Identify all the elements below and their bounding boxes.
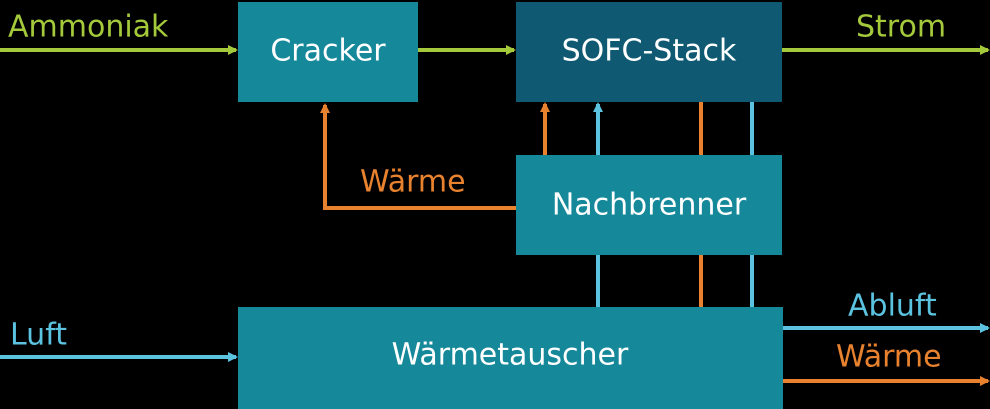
cracker-box bbox=[238, 2, 418, 102]
sofc-stack-label: SOFC-Stack bbox=[562, 34, 737, 69]
strom-label: Strom bbox=[856, 10, 946, 45]
nachbrenner-label: Nachbrenner bbox=[552, 188, 747, 223]
luft-label: Luft bbox=[10, 318, 67, 353]
waermetauscher-label: Wärmetauscher bbox=[392, 338, 629, 373]
cracker-label: Cracker bbox=[270, 34, 386, 69]
waermetauscher-box bbox=[238, 307, 783, 409]
nachbrenner-box bbox=[516, 155, 782, 255]
waerme-mid-label: Wärme bbox=[360, 165, 466, 200]
abluft-label: Abluft bbox=[848, 289, 937, 324]
waerme-to-cracker-arrow bbox=[320, 103, 516, 210]
ammoniak-label: Ammoniak bbox=[8, 10, 169, 45]
waerme-out-label: Wärme bbox=[836, 340, 942, 375]
sofc-stack-box bbox=[516, 2, 782, 102]
